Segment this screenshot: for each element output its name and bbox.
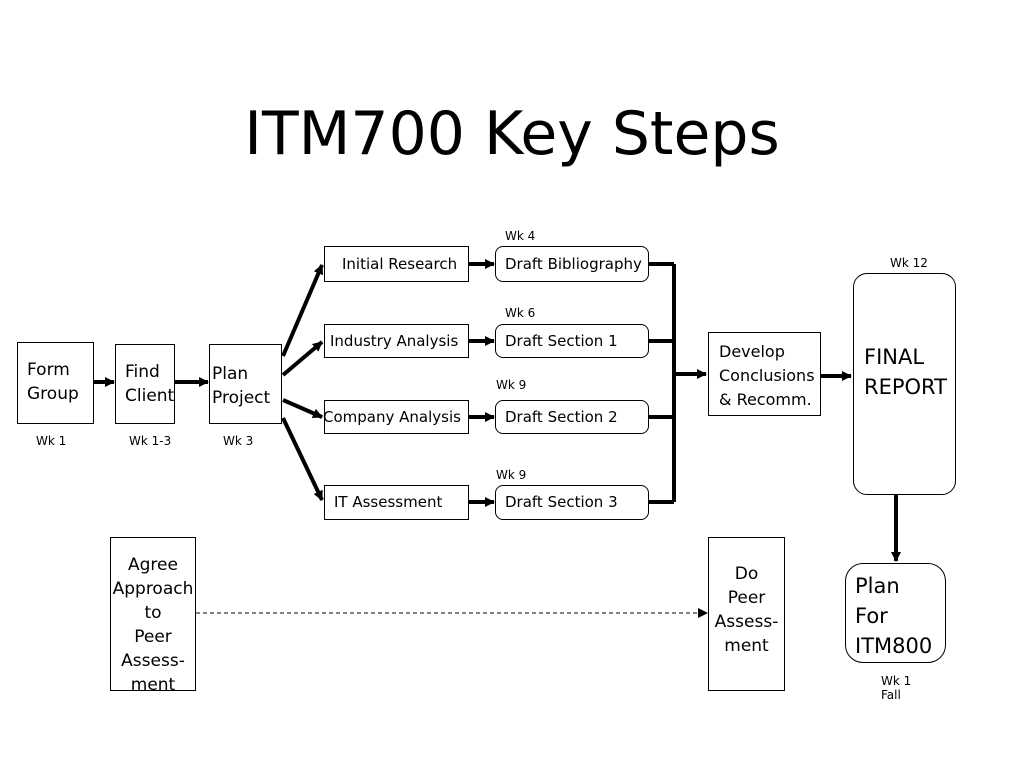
week-label-draft-bibliography: Wk 4 — [505, 229, 536, 243]
arrow-plan-to-company — [282, 398, 323, 419]
plan-project-label: Plan Project — [212, 364, 271, 408]
company-analysis-box — [324, 400, 469, 434]
week-label-draft-section-1: Wk 6 — [505, 306, 536, 320]
draft-bibliography-box — [495, 246, 649, 282]
plan-itm800-label: Plan For ITM800 — [855, 574, 933, 658]
week-label-form-group: Wk 1 — [36, 434, 67, 448]
initial-research-label: Initial Research — [342, 255, 458, 273]
final-report-box — [853, 273, 956, 495]
final-report-label: FINAL REPORT — [864, 345, 947, 399]
initial-research-box — [324, 246, 469, 282]
plan-project-box — [209, 344, 282, 424]
week-label-final-report: Wk 12 — [890, 256, 928, 270]
draft-bibliography-label: Draft Bibliography — [505, 255, 642, 273]
agree-approach-box — [110, 537, 196, 691]
develop-conclusions-label: Develop Conclusions & Recomm. — [719, 342, 815, 409]
arrow-plan-to-industry — [281, 340, 324, 377]
draft-section-3-box — [495, 485, 649, 520]
industry-analysis-label: Industry Analysis — [330, 332, 459, 350]
do-peer-box — [708, 537, 785, 691]
company-analysis-label: Company Analysis — [323, 408, 461, 426]
arrow-plan-to-initial — [281, 264, 324, 357]
week-label-plan-itm800: Wk 1 Fall — [881, 674, 912, 702]
week-label-draft-section-3: Wk 9 — [496, 468, 527, 482]
draft-section-2-label: Draft Section 2 — [505, 408, 618, 426]
draft-section-3-label: Draft Section 3 — [505, 493, 618, 511]
page-title: ITM700 Key Steps — [244, 99, 780, 169]
agree-approach-label: Agree Approach to Peer Assess- ment — [112, 555, 194, 695]
plan-itm800-box — [845, 563, 946, 663]
arrow-plan-to-it — [281, 417, 324, 501]
draft-section-1-box — [495, 324, 649, 358]
do-peer-label: Do Peer Assess- ment — [714, 564, 779, 656]
form-group-label: Form Group — [27, 360, 79, 404]
form-group-box — [17, 342, 94, 424]
industry-analysis-box — [324, 324, 469, 358]
it-assessment-label: IT Assessment — [334, 493, 443, 511]
draft-section-2-box — [495, 400, 649, 434]
week-label-draft-section-2: Wk 9 — [496, 378, 527, 392]
find-client-label: Find Client — [125, 362, 175, 406]
find-client-box — [115, 344, 175, 424]
week-label-plan-project: Wk 3 — [223, 434, 254, 448]
it-assessment-box — [324, 485, 469, 520]
develop-conclusions-box — [708, 332, 821, 416]
draft-section-1-label: Draft Section 1 — [505, 332, 618, 350]
week-label-find-client: Wk 1-3 — [129, 434, 172, 448]
